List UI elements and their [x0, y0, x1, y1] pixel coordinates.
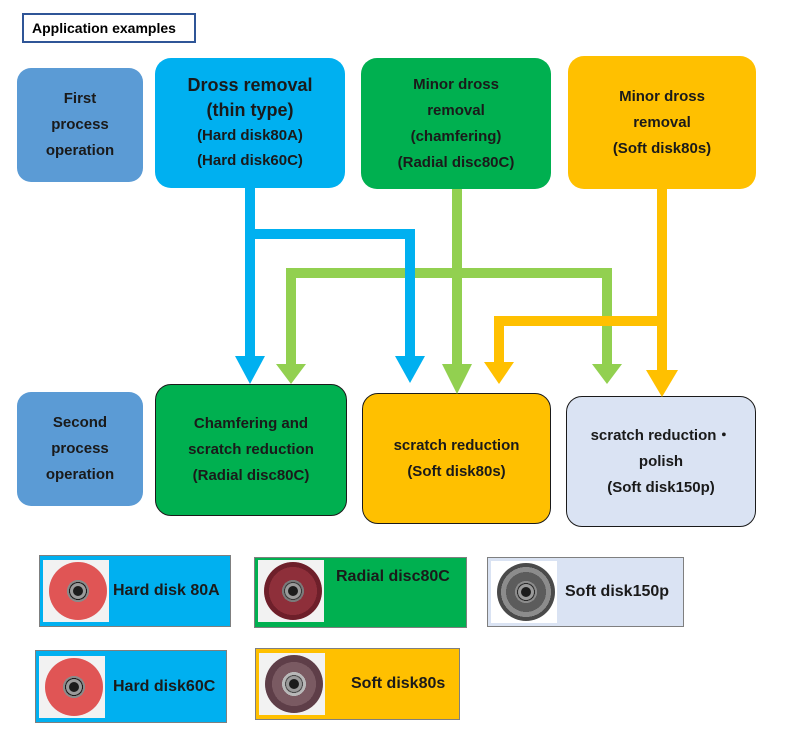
soft-disk-80s-thumbnail: [259, 653, 325, 715]
disk-icon: [45, 657, 103, 716]
chamfering-scratch-box: Chamfering and scratch reduction (Radial…: [155, 384, 347, 516]
green-main-trunk: [452, 189, 462, 367]
first-process-line: operation: [45, 142, 115, 159]
dross-removal-disk: (Hard disk60C): [197, 152, 303, 169]
scratch-polish-line: scratch reduction・: [590, 426, 732, 444]
legend-label: Hard disk 80A: [113, 582, 220, 599]
diagram-title: Application examples: [22, 13, 196, 43]
blue-arrowhead-chamfering: [235, 356, 265, 384]
minor-dross-chamfering-line: removal: [427, 101, 485, 119]
yellow-arrowhead-scratch: [484, 362, 514, 384]
minor-dross-soft-box: Minor dross removal (Soft disk80s): [568, 56, 756, 189]
minor-dross-chamfering-line: Minor dross: [413, 75, 499, 93]
yellow-arrowhead-polish: [646, 370, 678, 397]
minor-dross-soft-disk: (Soft disk80s): [612, 139, 712, 157]
legend-radial-80c: Radial disc80C: [254, 557, 467, 628]
legend-hard-60c: Hard disk60C: [35, 650, 227, 723]
minor-dross-chamfering-line: (chamfering): [410, 127, 502, 145]
first-process-line: First: [63, 90, 97, 107]
scratch-polish-line: polish: [638, 452, 684, 470]
second-process-line: operation: [45, 466, 115, 483]
hard-disk-80a-thumbnail: [43, 560, 109, 622]
green-arrowhead-scratch: [442, 364, 472, 394]
yellow-left-drop: [494, 316, 504, 366]
disk-hub-icon: [66, 678, 82, 695]
second-process-line: Second: [52, 414, 108, 431]
dross-removal-subtitle: (thin type): [206, 100, 294, 120]
disk-icon: [264, 562, 322, 620]
chamfering-scratch-line: scratch reduction: [188, 441, 314, 458]
green-arrowhead-chamfering: [276, 364, 306, 384]
disk-icon: [497, 563, 555, 621]
legend-soft-80s: Soft disk80s: [255, 648, 460, 720]
yellow-flow-arrows: [484, 189, 678, 397]
disk-icon: [265, 655, 323, 713]
blue-horizontal-bar: [245, 229, 415, 239]
legend-label: Radial disc80C: [336, 568, 450, 585]
blue-main-trunk: [245, 188, 255, 360]
disk-hub-icon: [285, 583, 301, 599]
minor-dross-chamfering-disk: (Radial disc80C): [397, 153, 515, 171]
yellow-main-trunk: [657, 189, 667, 373]
minor-dross-chamfering-box: Minor dross removal (chamfering) (Radial…: [361, 58, 551, 189]
first-process-line: process: [51, 116, 109, 133]
legend-label: Soft disk150p: [565, 583, 670, 600]
radial-disc-80c-thumbnail: [258, 560, 324, 622]
minor-dross-soft-line: Minor dross: [619, 87, 705, 105]
soft-disk-150p-thumbnail: [491, 561, 557, 623]
blue-arrowhead-scratch: [395, 356, 425, 383]
green-flow-arrows: [276, 189, 622, 394]
scratch-reduction-box: scratch reduction (Soft disk80s): [362, 393, 551, 524]
disk-hub-icon: [518, 584, 534, 600]
scratch-polish-disk: (Soft disk150p): [607, 478, 715, 496]
dross-removal-box: Dross removal (thin type) (Hard disk80A)…: [155, 58, 345, 188]
chamfering-scratch-disk: (Radial disc80C): [192, 467, 310, 484]
green-horizontal-bar: [286, 268, 612, 278]
legend-soft-150p: Soft disk150p: [487, 557, 684, 627]
disk-hub-icon: [70, 583, 86, 599]
disk-icon: [49, 562, 107, 620]
dross-removal-title: Dross removal: [187, 75, 313, 95]
hard-disk-60c-thumbnail: [39, 655, 105, 718]
yellow-horizontal-bar: [494, 316, 667, 326]
legend-label: Soft disk80s: [351, 675, 446, 692]
legend-hard-80a: Hard disk 80A: [39, 555, 231, 627]
blue-flow-arrows: [235, 188, 425, 384]
first-process-label: First process operation: [17, 68, 143, 182]
legend-label: Hard disk60C: [113, 677, 216, 695]
chamfering-scratch-line: Chamfering and: [193, 415, 309, 432]
dross-removal-disk: (Hard disk80A): [197, 127, 303, 144]
scratch-polish-box: scratch reduction・ polish (Soft disk150p…: [566, 396, 756, 527]
scratch-reduction-line: scratch reduction: [393, 436, 520, 454]
green-left-drop: [286, 268, 296, 367]
green-arrowhead-polish: [592, 364, 622, 384]
second-process-line: process: [51, 440, 109, 457]
blue-right-drop: [405, 229, 415, 359]
minor-dross-soft-line: removal: [633, 113, 691, 131]
disk-hub-icon: [286, 676, 302, 692]
scratch-reduction-disk: (Soft disk80s): [407, 462, 506, 480]
green-right-drop: [602, 268, 612, 367]
second-process-label: Second process operation: [17, 392, 143, 506]
